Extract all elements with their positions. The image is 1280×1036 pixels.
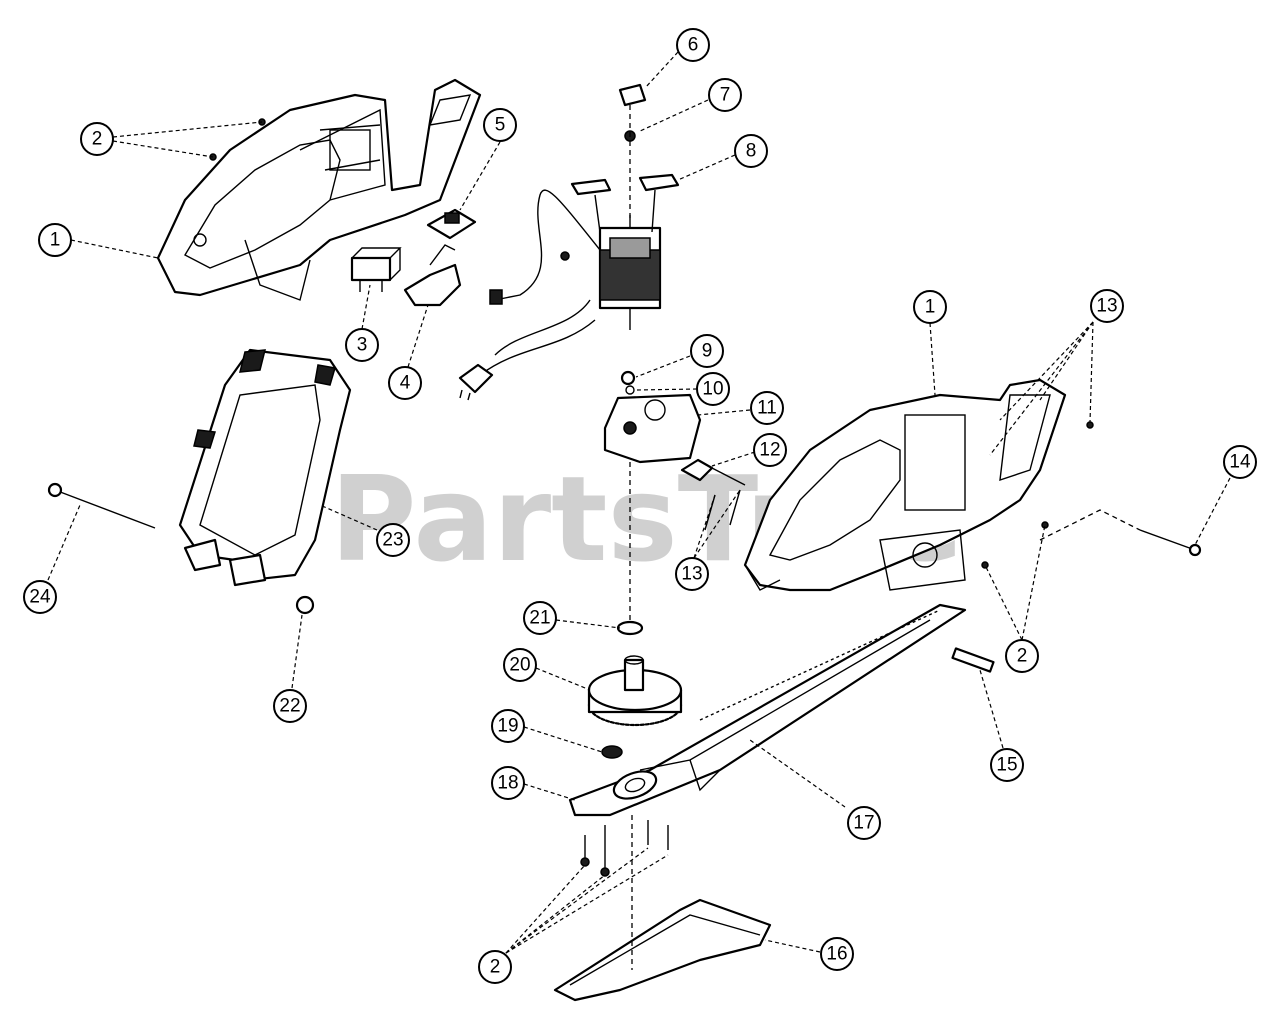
callout-13-right: 13 [1090,289,1124,323]
bolt-path [1039,509,1141,541]
svg-text:19: 19 [497,716,518,737]
svg-text:1: 1 [925,297,936,318]
cutting-blade [568,603,967,817]
washer-19 [601,745,623,759]
gear-case [603,393,702,464]
housing-left [156,78,482,301]
callout-11: 11 [750,391,784,425]
callout-6: 6 [676,28,710,62]
callout-17: 17 [847,806,881,840]
svg-text:23: 23 [382,530,403,551]
svg-text:10: 10 [702,379,723,400]
svg-text:11: 11 [757,398,777,419]
callout-2-right: 2 [1005,639,1039,673]
bolt-24-head [47,482,63,498]
svg-text:8: 8 [746,141,757,162]
washer-9 [620,370,636,386]
callout-16: 16 [820,937,854,971]
svg-text:13: 13 [681,564,702,585]
callout-18: 18 [491,766,525,800]
gear [587,655,683,727]
svg-text:17: 17 [853,813,874,834]
svg-text:7: 7 [720,85,731,106]
motor [570,83,680,330]
callout-1-right: 1 [913,290,947,324]
svg-text:3: 3 [357,335,368,356]
svg-text:22: 22 [279,696,300,717]
bracket [680,458,746,486]
callout-3: 3 [345,328,379,362]
handle-bolt-24 [54,489,156,529]
callout-9: 9 [690,334,724,368]
callout-5: 5 [483,108,517,142]
svg-text:1: 1 [50,230,61,251]
callout-24: 24 [23,580,57,614]
callout-19: 19 [491,709,525,743]
washer-21 [616,620,644,636]
bolts-2 [580,820,669,877]
callout-14: 14 [1223,445,1257,479]
leader-lines [47,51,1231,954]
svg-text:24: 24 [29,587,51,608]
switch [350,247,402,292]
svg-text:9: 9 [702,341,713,362]
svg-text:15: 15 [996,755,1017,776]
svg-text:21: 21 [529,608,550,629]
svg-text:2: 2 [92,129,103,150]
nut-22 [295,595,315,615]
svg-text:13: 13 [1096,296,1117,317]
svg-text:20: 20 [509,655,530,676]
callout-4: 4 [388,366,422,400]
svg-text:12: 12 [759,440,780,461]
callout-8: 8 [734,134,768,168]
callout-2-bottom: 2 [478,950,512,984]
svg-text:4: 4 [400,373,411,394]
svg-text:18: 18 [497,773,518,794]
svg-text:2: 2 [1017,646,1028,667]
callout-22: 22 [273,689,307,723]
front-handle [178,348,352,587]
callout-7: 7 [708,78,742,112]
svg-text:14: 14 [1229,452,1251,473]
screws-13 [704,489,741,531]
lock-button [426,208,477,240]
pin-15 [951,647,995,673]
power-cord [458,189,601,401]
long-bolt-14 [1139,529,1196,551]
washer-10 [625,385,635,395]
callout-12: 12 [753,433,787,467]
svg-text:2: 2 [490,957,501,978]
blade-cover [553,815,772,1002]
callout-2-top: 2 [80,122,114,156]
svg-text:16: 16 [826,944,847,965]
callout-10: 10 [696,372,730,406]
callout-15: 15 [990,748,1024,782]
svg-text:5: 5 [495,115,506,136]
housing-right [743,378,1094,592]
callout-1-left: 1 [38,223,72,257]
bolt-head [1188,543,1202,557]
callout-13-left: 13 [675,557,709,591]
trigger-lever [403,244,462,307]
callout-20: 20 [503,648,537,682]
callout-23: 23 [376,523,410,557]
svg-text:6: 6 [688,35,699,56]
callout-21: 21 [523,601,557,635]
